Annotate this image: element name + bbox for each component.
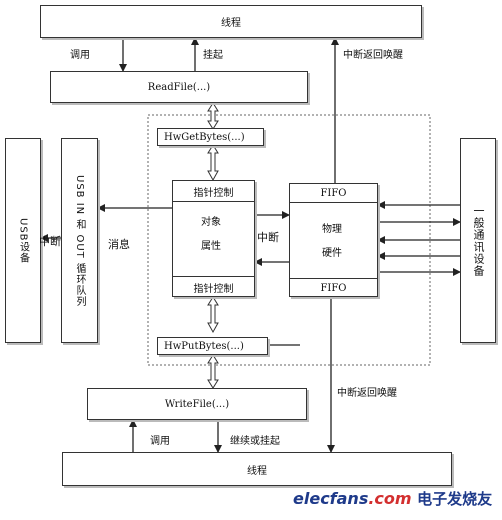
label-resume: 继续或挂起 [230, 436, 280, 447]
top-thread-label: 线程 [221, 18, 241, 29]
fifo-top-label: FIFO [320, 187, 347, 199]
hwput-box: HwPutBytes(...) [157, 337, 268, 355]
top-thread-box: 线程 [40, 5, 422, 38]
watermark-brand: elecfans [293, 489, 369, 508]
label-call-bottom: 调用 [150, 436, 170, 447]
label-interrupt-left: 中断 [39, 235, 61, 248]
general-device-label: 一般通讯设备 [472, 204, 485, 277]
writefile-box: WriteFile(...) [87, 388, 307, 420]
hardware-label: 硬件 [322, 248, 342, 259]
usb-queue-box: USB IN 和 OUT 循环队列 [61, 138, 98, 343]
watermark: elecfans.com 电子发烧友 [293, 488, 492, 509]
hwput-label: HwPutBytes(...) [164, 340, 244, 352]
usb-device-label: USB设备 [17, 217, 29, 264]
fifo-bottom-label: FIFO [320, 282, 347, 294]
general-device-box: 一般通讯设备 [460, 138, 496, 343]
usb-device-box: USB设备 [5, 138, 41, 343]
double-arrow-readfile [207, 102, 219, 130]
label-interrupt-mid: 中断 [257, 231, 279, 244]
attribute-label: 属性 [201, 241, 221, 252]
double-arrow-writefile [207, 354, 219, 389]
object-label: 对象 [201, 217, 221, 228]
double-arrow-hwget [207, 144, 219, 182]
fifo-bottom: FIFO [290, 278, 377, 297]
bottom-thread-box: 线程 [62, 452, 452, 486]
label-suspend: 挂起 [203, 50, 223, 61]
driver-frame [147, 114, 431, 366]
ptr-ctrl-bottom: 指针控制 [173, 276, 254, 297]
readfile-box: ReadFile(...) [50, 71, 308, 103]
double-arrow-ptr [207, 296, 219, 334]
usb-queue-label: USB IN 和 OUT 循环队列 [74, 174, 85, 307]
physical-label: 物理 [322, 224, 342, 235]
ptr-ctrl-bottom-label: 指针控制 [193, 283, 234, 295]
watermark-cn: 电子发烧友 [417, 490, 493, 508]
label-call-top: 调用 [70, 50, 90, 61]
label-message: 消息 [108, 238, 130, 251]
fifo-top: FIFO [290, 184, 377, 203]
readfile-label: ReadFile(...) [147, 81, 211, 93]
writefile-label: WriteFile(...) [164, 398, 230, 410]
watermark-dotcom: .com [368, 489, 412, 508]
ptr-ctrl-top: 指针控制 [173, 181, 254, 202]
hwget-box: HwGetBytes(...) [157, 128, 264, 146]
label-int-wake-bottom: 中断返回唤醒 [337, 388, 397, 399]
ptr-ctrl-top-label: 指针控制 [193, 187, 234, 199]
object-box: 指针控制 对象 属性 指针控制 [172, 180, 255, 297]
bottom-thread-label: 线程 [247, 465, 267, 477]
hardware-box: FIFO 物理 硬件 FIFO [289, 183, 378, 297]
hwget-label: HwGetBytes(...) [164, 131, 245, 143]
label-int-wake-top: 中断返回唤醒 [343, 50, 403, 61]
